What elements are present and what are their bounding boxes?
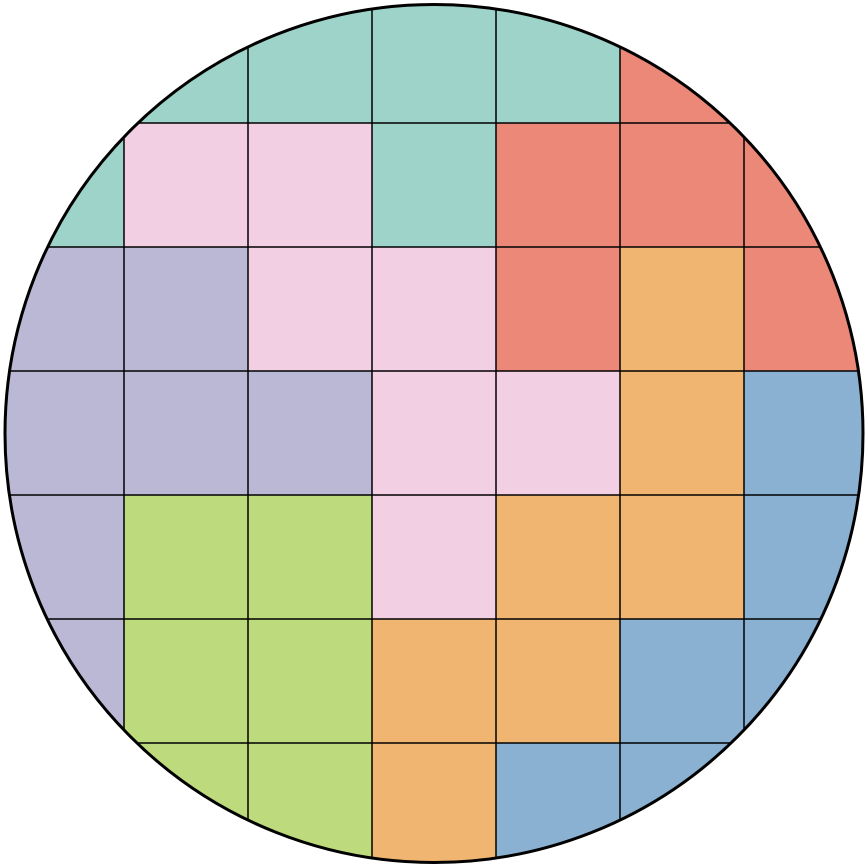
- grid-cell-pink: [372, 495, 496, 619]
- grid-cell-blue: [744, 495, 863, 619]
- grid-cell-lavender: [5, 495, 124, 619]
- wafer-outline: [3, 3, 865, 864]
- grid-cell-red: [496, 247, 620, 371]
- grid-cell-teal: [248, 4, 372, 123]
- grid-cell-green: [248, 743, 372, 863]
- grid-cell-red: [620, 123, 744, 247]
- grid-cell-orange: [372, 743, 496, 863]
- grid-cell-blue: [744, 743, 863, 863]
- grid-cell-pink: [496, 371, 620, 495]
- grid-cell-teal: [372, 4, 496, 123]
- grid-cell-blue: [620, 619, 744, 743]
- grid-cell-lavender: [5, 371, 124, 495]
- grid-cell-orange: [620, 495, 744, 619]
- grid-cell-red: [620, 4, 744, 123]
- grid-cell-pink: [248, 247, 372, 371]
- grid-cell-red: [744, 123, 863, 247]
- grid-cell-lavender: [5, 247, 124, 371]
- grid-cell-red: [496, 123, 620, 247]
- grid-cell-teal: [372, 123, 496, 247]
- grid-cell-green: [124, 743, 248, 863]
- grid-cell-orange: [496, 619, 620, 743]
- grid-cell-blue: [744, 371, 863, 495]
- grid-cell-green: [124, 495, 248, 619]
- grid-cell-green: [124, 619, 248, 743]
- grid-cell-teal: [5, 123, 124, 247]
- grid-cell-teal: [5, 4, 124, 123]
- grid-cell-orange: [620, 247, 744, 371]
- grid-cell-pink: [248, 123, 372, 247]
- grid-cell-lavender: [248, 371, 372, 495]
- grid-cell-lavender: [5, 619, 124, 743]
- grid-cell-red: [744, 247, 863, 371]
- grid-cell-green: [248, 495, 372, 619]
- grid-cell-orange: [620, 371, 744, 495]
- grid-cell-teal: [124, 4, 248, 123]
- grid-cell-pink: [124, 123, 248, 247]
- grid-cell-lavender: [124, 371, 248, 495]
- grid-cell-pink: [372, 247, 496, 371]
- grid-cell-blue: [620, 743, 744, 863]
- grid-cell-lavender: [124, 247, 248, 371]
- grid-cell-orange: [372, 619, 496, 743]
- grid-cell-green: [5, 743, 124, 863]
- grid-cell-green: [248, 619, 372, 743]
- grid-cell-blue: [744, 619, 863, 743]
- grid-cell-teal: [496, 4, 620, 123]
- grid-cell-orange: [496, 495, 620, 619]
- grid-cell-red: [744, 4, 863, 123]
- grid-cell-pink: [372, 371, 496, 495]
- grid-cell-blue: [496, 743, 620, 863]
